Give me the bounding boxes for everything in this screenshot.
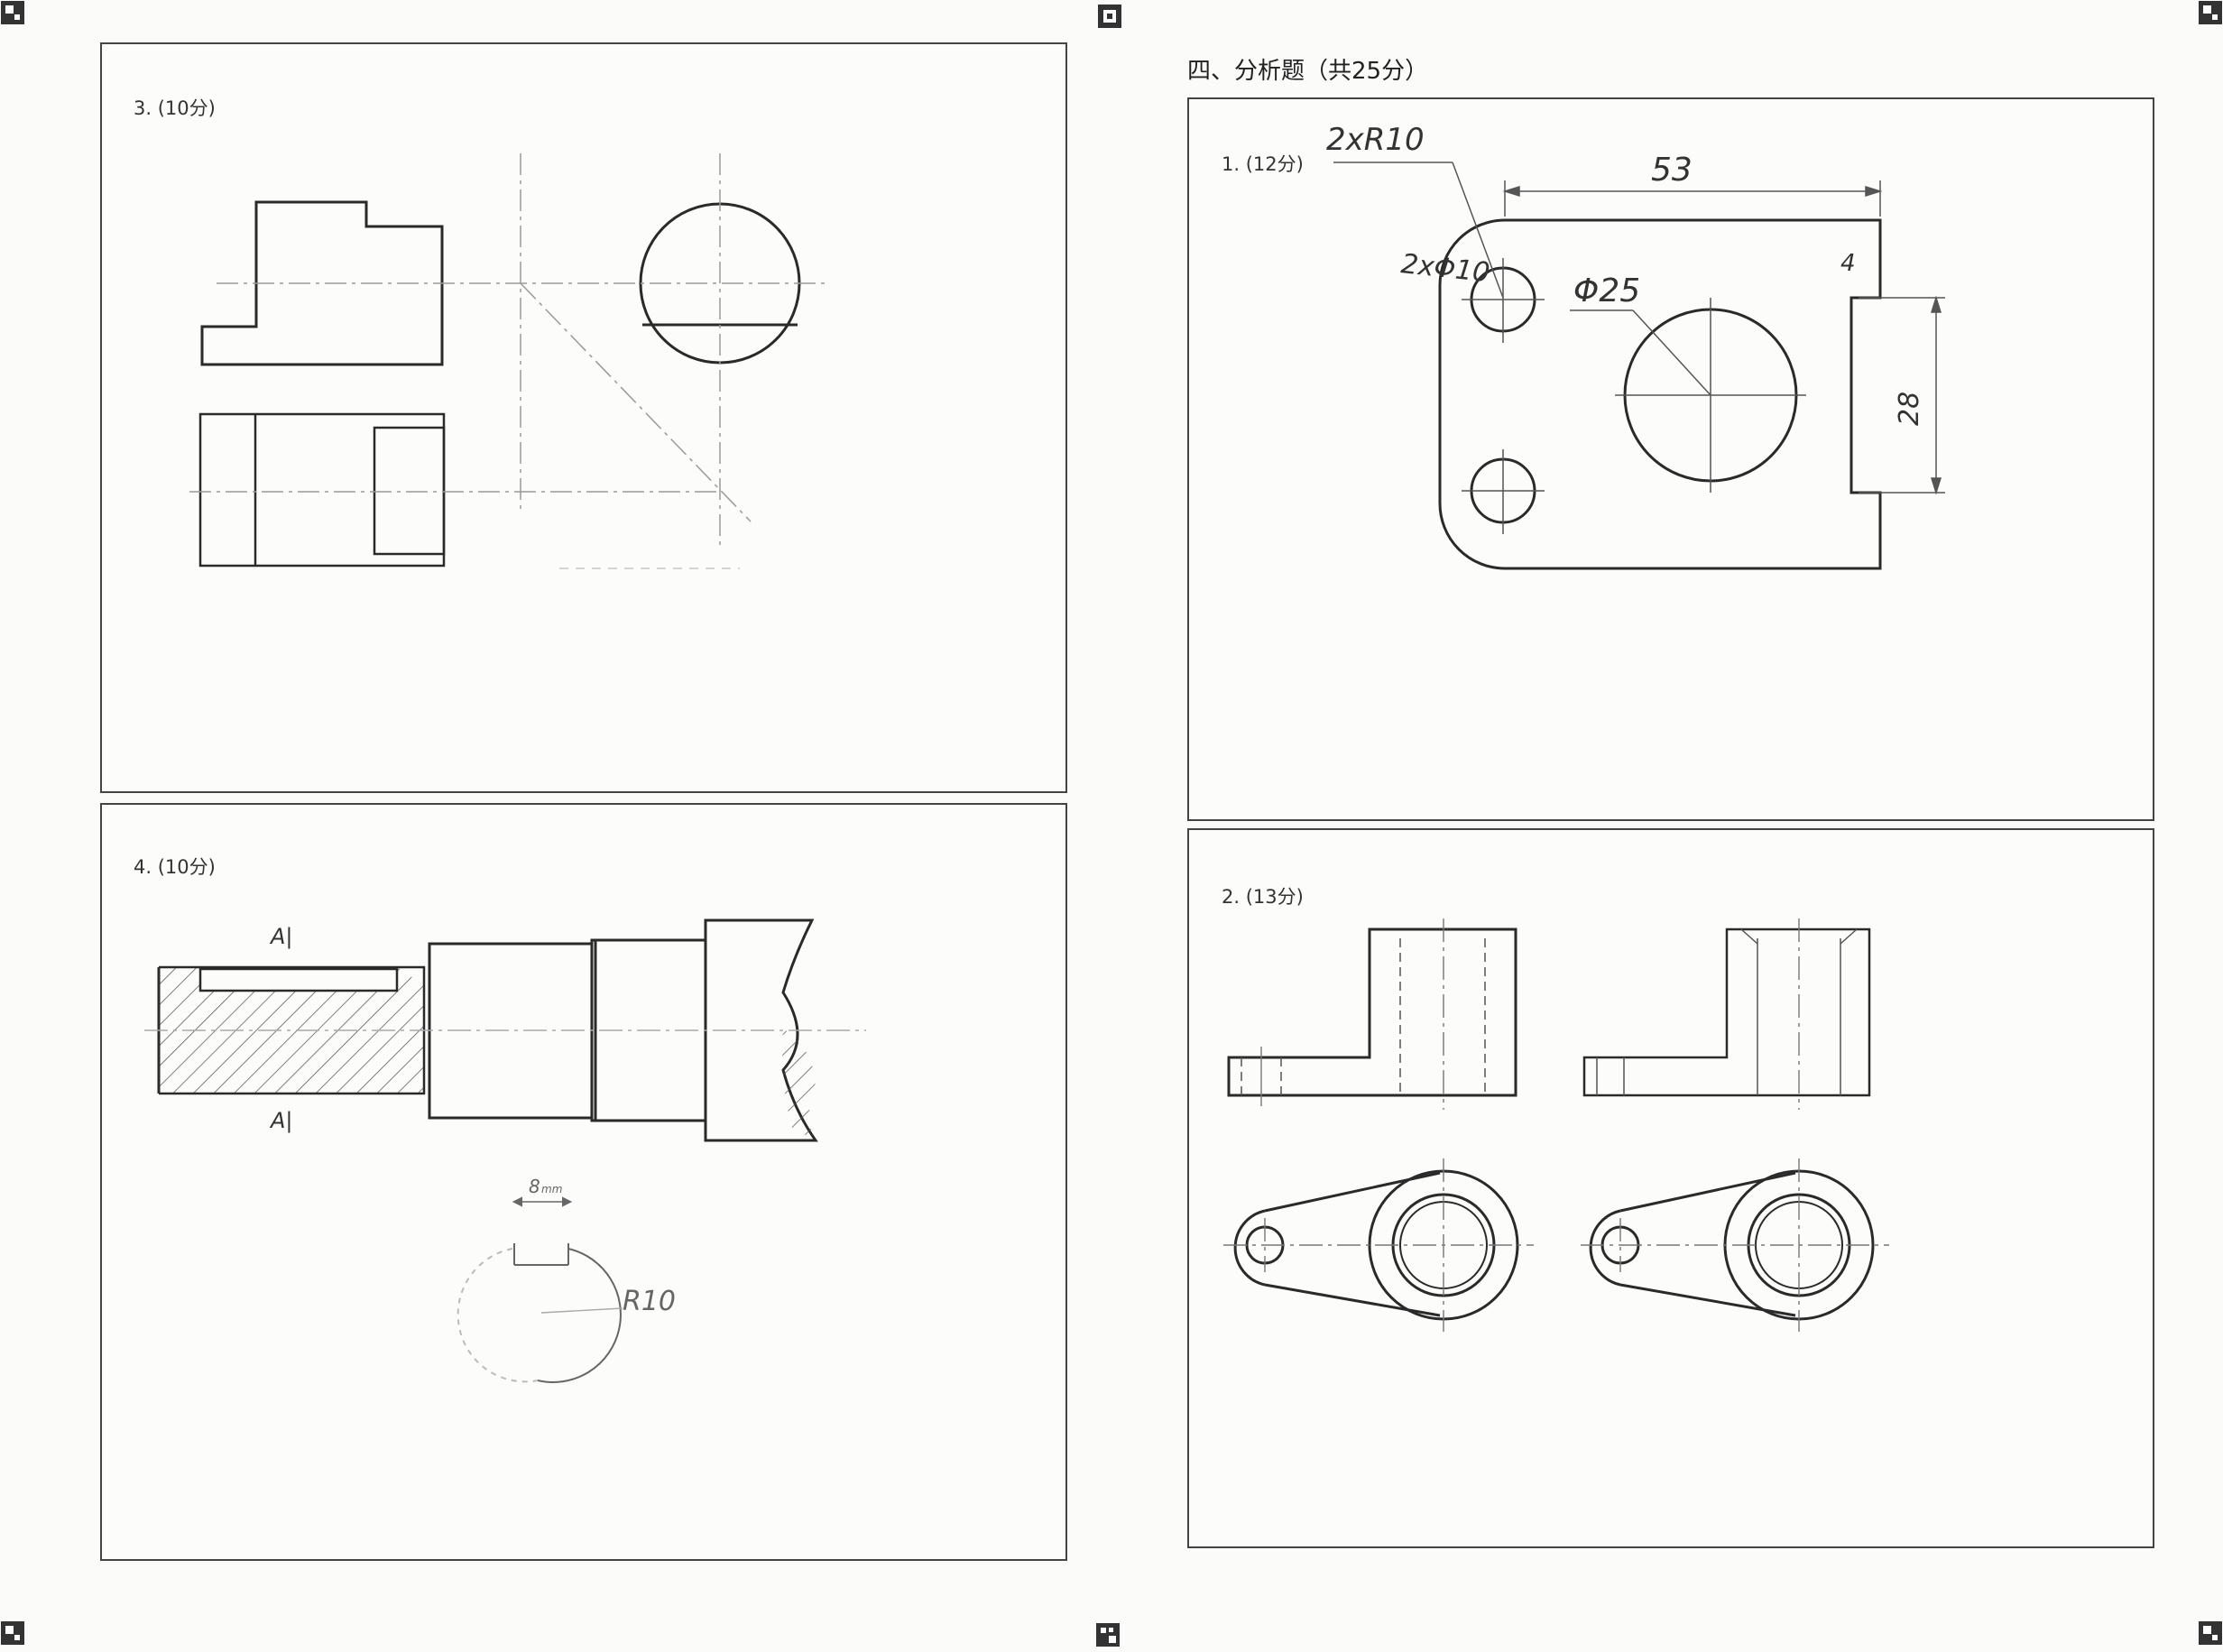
- registration-marker-bottom-left: [0, 1620, 25, 1646]
- p4-section-mark-bottom: A|: [269, 1108, 293, 1133]
- problem-2-label: 2. (13分): [1222, 886, 1304, 908]
- panel-problem-3: [100, 42, 1067, 793]
- p4-section-mark-top: A|: [269, 924, 293, 949]
- p1-plate-outline: [1438, 218, 1882, 570]
- p4-hatched-section: [159, 967, 424, 1094]
- p1-dim-bore: Φ25: [1573, 272, 1640, 309]
- panel-problem-4: [100, 803, 1067, 1561]
- registration-marker-bottom-right: [2198, 1620, 2223, 1646]
- p4-key-width: 8: [529, 1176, 540, 1197]
- p2-side-view: [1582, 928, 1871, 1097]
- registration-marker-top-center: [1097, 4, 1122, 29]
- problem-1-label: 1. (12分): [1222, 153, 1304, 175]
- registration-marker-top-right: [2198, 0, 2223, 25]
- p1-dim-slot-height: 28: [1894, 392, 1925, 426]
- panel-problem-1: [1187, 97, 2154, 821]
- problem-4-label: 4. (10分): [134, 856, 216, 878]
- p4-radius-label: R10: [623, 1286, 676, 1317]
- p4-section-sketch: [457, 1196, 623, 1383]
- p2-top-view-right: [1581, 1158, 1889, 1332]
- problem-4-drawing: [144, 918, 866, 1383]
- p1-dim-slot-depth: 4: [1840, 250, 1856, 277]
- section-title: 四、分析题（共25分）: [1187, 58, 1429, 85]
- p3-top-view: [198, 412, 446, 568]
- registration-marker-top-left: [0, 0, 25, 25]
- registration-marker-bottom-center: [1095, 1622, 1121, 1647]
- p2-top-view-left: [1223, 1158, 1534, 1332]
- problem-3-drawing: [189, 153, 830, 569]
- p1-dim-holes: 2xΦ10: [1399, 248, 1491, 289]
- panel-problem-2: [1187, 828, 2154, 1548]
- problem-3-label: 3. (10分): [134, 97, 216, 119]
- p2-front-view: [1227, 928, 1517, 1097]
- p3-front-view: [200, 200, 444, 366]
- problem-1-drawing: [1333, 162, 1945, 570]
- problem-2-drawing: [1223, 918, 1889, 1332]
- p4-keyway: [198, 967, 399, 992]
- p1-dim-fillet: 2xR10: [1326, 122, 1425, 158]
- p4-key-width-unit: mm: [541, 1183, 562, 1195]
- p1-dim-length: 53: [1651, 152, 1693, 189]
